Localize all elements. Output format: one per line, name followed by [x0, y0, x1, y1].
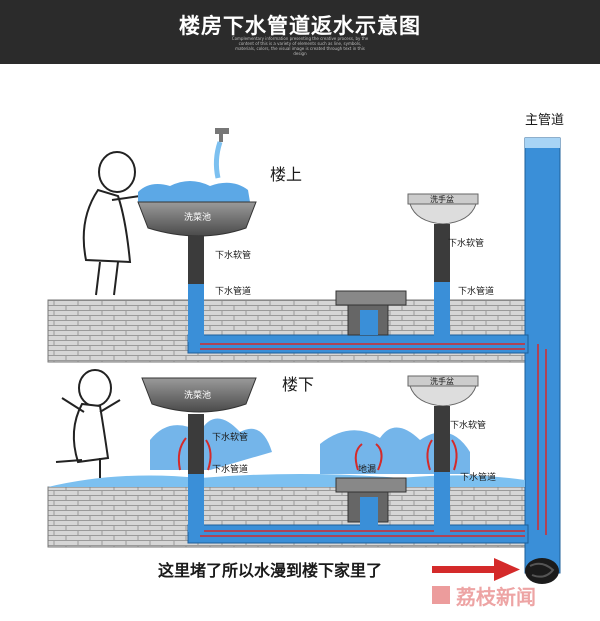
backflow-arrows	[177, 437, 458, 471]
main-pipe-label: 主管道	[525, 113, 564, 128]
hose-label-1: 下水软管	[215, 249, 251, 261]
hose-label-2: 下水软管	[448, 237, 484, 249]
floor-drain-label: 地漏	[358, 463, 376, 475]
page-title: 楼房下水管道返水示意图	[179, 14, 421, 38]
hose-label-4: 下水软管	[450, 419, 486, 431]
sink-downstairs	[141, 377, 257, 532]
sink-downstairs-label: 洗菜池	[184, 389, 211, 401]
upstairs-label: 楼上	[270, 165, 302, 184]
title-banner: 楼房下水管道返水示意图 Complementary information pr…	[0, 0, 600, 64]
blockage-note: 这里堵了所以水漫到楼下家里了	[158, 561, 382, 580]
faucet-icon	[215, 128, 229, 142]
basin-upstairs-label: 洗手盆	[430, 194, 454, 204]
floor-drain-lower	[335, 477, 407, 527]
blockage-clog	[525, 558, 559, 584]
plumbing-diagram: 主管道 洗菜池 下水软管 下水管道 楼上 洗手盆 下水软管	[47, 113, 564, 609]
basin-upstairs	[407, 193, 479, 342]
drain-label-1: 下水管道	[215, 285, 251, 297]
sink-upstairs	[137, 181, 257, 342]
watermark-logo	[432, 586, 450, 604]
pointer-arrow-icon	[432, 558, 520, 581]
page-subtitle: Complementary information presenting the…	[231, 36, 369, 56]
downstairs-label: 楼下	[282, 375, 314, 394]
lower-horizontal-pipe	[187, 524, 529, 544]
basin-downstairs	[407, 375, 479, 532]
floor-drain-upper	[335, 290, 407, 336]
person-upstairs-icon	[82, 151, 141, 296]
sink-upstairs-label: 洗菜池	[184, 211, 211, 223]
main-pipe	[524, 137, 561, 574]
watermark-text: 荔枝新闻	[456, 585, 536, 609]
person-downstairs-icon	[55, 369, 121, 478]
flood-water	[48, 474, 525, 487]
drain-label-3: 下水管道	[212, 463, 248, 475]
drain-label-2: 下水管道	[458, 285, 494, 297]
basin-downstairs-label: 洗手盆	[430, 376, 454, 386]
drain-label-4: 下水管道	[460, 471, 496, 483]
hose-label-3: 下水软管	[212, 431, 248, 443]
